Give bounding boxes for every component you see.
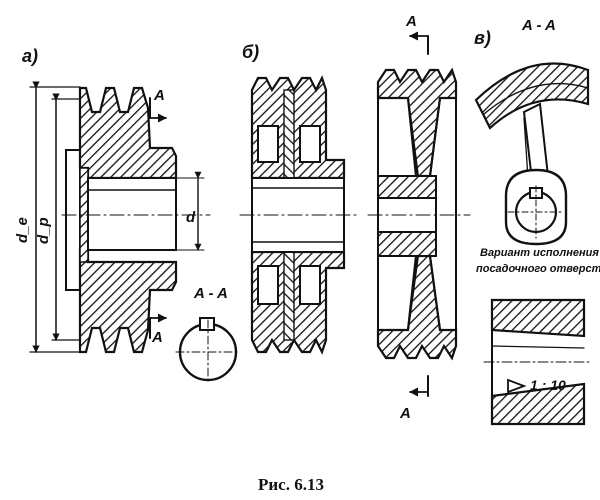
section-mark-bottom: A bbox=[149, 313, 167, 346]
svg-text:A: A bbox=[151, 329, 163, 346]
section-a-title: A - A bbox=[193, 285, 228, 302]
view-v: в) A - A Вариант исполнения посадочного … bbox=[474, 17, 600, 426]
hub-flange bbox=[65, 149, 81, 291]
variant-note-line1: Вариант исполнения bbox=[480, 247, 599, 259]
hub-section bbox=[504, 168, 568, 246]
view-b: б) A bbox=[239, 13, 471, 422]
view-a: а) d_e d_p d bbox=[14, 46, 241, 385]
view-a-label: а) bbox=[22, 46, 38, 66]
rim-bottom-section bbox=[78, 248, 178, 354]
dimension-dc-label: d_e bbox=[14, 217, 31, 243]
taper-ratio: 1 : 10 bbox=[530, 377, 566, 393]
taper-bore-detail: 1 : 10 bbox=[483, 298, 593, 426]
svg-text:A: A bbox=[405, 13, 417, 30]
view-b-label: б) bbox=[242, 42, 259, 62]
section-mark-top: A bbox=[149, 87, 167, 123]
dimension-dp: d_p bbox=[35, 93, 83, 341]
variant-note-line2: посадочного отверстия bbox=[476, 263, 600, 275]
rim-arc-section bbox=[474, 62, 590, 130]
section-a-circle bbox=[175, 317, 241, 385]
pulley-b-right-bottom bbox=[376, 254, 458, 361]
section-mark-b-top: A bbox=[405, 13, 429, 55]
figure-caption: Рис. 6.13 bbox=[258, 475, 324, 494]
section-v-title: A - A bbox=[521, 17, 556, 34]
svg-text:A: A bbox=[399, 405, 411, 422]
pulley-b-right-top bbox=[376, 67, 458, 178]
view-v-label: в) bbox=[474, 28, 491, 48]
dimension-dp-label: d_p bbox=[35, 217, 52, 244]
svg-text:A: A bbox=[153, 87, 165, 104]
section-mark-b-bottom: A bbox=[399, 375, 429, 422]
dimension-dc: d_e bbox=[14, 81, 81, 353]
bore bbox=[87, 177, 177, 251]
dimension-d-label: d bbox=[186, 209, 196, 226]
